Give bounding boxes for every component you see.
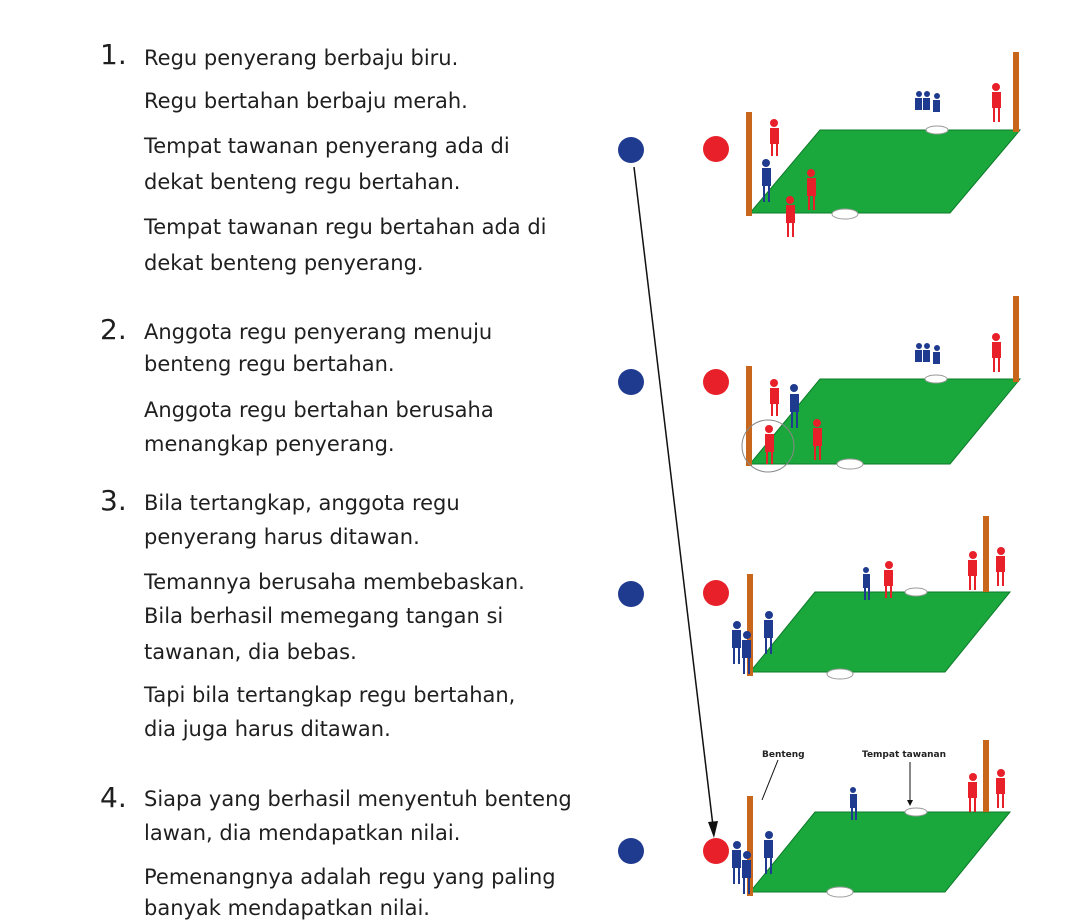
step-text: Regu bertahan berbaju merah. [144, 89, 468, 113]
step-text: Tempat tawanan regu bertahan ada di [144, 215, 547, 239]
step-text: dia juga harus ditawan. [144, 717, 391, 741]
step-text: Tempat tawanan penyerang ada di [144, 134, 510, 158]
step-text: benteng regu bertahan. [144, 352, 395, 376]
step-text: Regu penyerang berbaju biru. [144, 46, 459, 70]
scene-3-illustration [732, 516, 1012, 680]
step-text: Tapi bila tertangkap regu bertahan, [144, 683, 516, 707]
step-text: lawan, dia mendapatkan nilai. [144, 821, 461, 845]
red-dot[interactable] [703, 580, 729, 606]
step-text: Bila berhasil memegang tangan si [144, 604, 504, 628]
step-text: Temannya berusaha membebaskan. [144, 570, 525, 594]
red-dot[interactable] [703, 136, 729, 162]
blue-dot[interactable] [618, 137, 644, 163]
blue-dot[interactable] [618, 581, 644, 607]
step-text: dekat benteng regu bertahan. [144, 170, 461, 194]
fort-post [747, 574, 753, 676]
fort-post [747, 796, 753, 896]
step-number: 3. [100, 484, 127, 517]
fort-post [983, 740, 989, 812]
fort-post [746, 112, 752, 216]
fort-post [1013, 296, 1019, 382]
fort-post [746, 366, 752, 466]
fort-post [1013, 52, 1019, 132]
step-number: 4. [100, 781, 127, 814]
step-text: penyerang harus ditawan. [144, 525, 420, 549]
fort-post [983, 516, 989, 592]
scene-2-illustration [741, 296, 1022, 473]
step-text: tawanan, dia bebas. [144, 640, 357, 664]
label-benteng: Benteng [762, 750, 805, 760]
blue-dot[interactable] [618, 369, 644, 395]
red-dot[interactable] [703, 369, 729, 395]
step-text: Bila tertangkap, anggota regu [144, 491, 460, 515]
step-text: Siapa yang berhasil menyentuh benteng [144, 787, 572, 811]
scene-4-illustration [732, 740, 1012, 898]
step-text: dekat benteng penyerang. [144, 251, 424, 275]
step-text: banyak mendapatkan nilai. [144, 896, 430, 920]
step-text: Anggota regu penyerang menuju [144, 320, 493, 344]
step-text: Pemenangnya adalah regu yang paling [144, 865, 556, 889]
step-number: 2. [100, 313, 127, 346]
red-dot[interactable] [703, 838, 729, 864]
step-number: 1. [100, 38, 127, 71]
step-text: menangkap penyerang. [144, 432, 395, 456]
blue-dot[interactable] [618, 838, 644, 864]
scene-1-illustration [746, 52, 1022, 237]
step-text: Anggota regu bertahan berusaha [144, 398, 494, 422]
label-tempat-tawanan: Tempat tawanan [862, 750, 947, 760]
